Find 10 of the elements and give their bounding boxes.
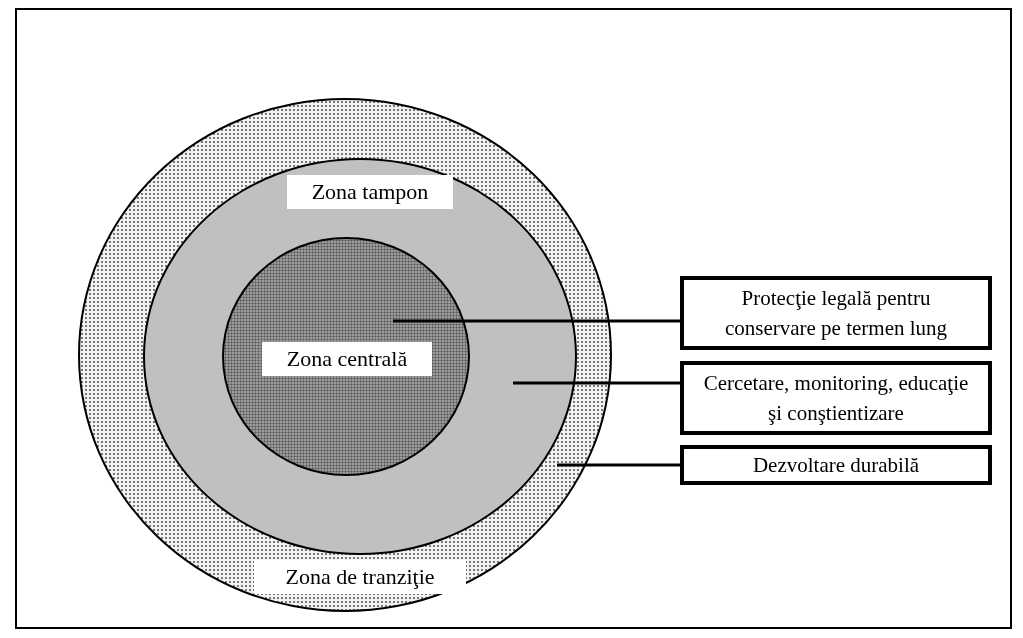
zone-label: Zona centrală: [262, 342, 432, 376]
leader-line: [393, 319, 680, 323]
leader-line: [513, 381, 680, 385]
description-box: Cercetare, monitoring, educaţie şi conştientizare: [680, 361, 992, 435]
description-box: Dezvoltare durabilă: [680, 445, 992, 485]
buffer-zone-circle: [143, 158, 577, 555]
zone-label: Zona de tranziţie: [254, 560, 466, 594]
leader-line: [557, 463, 680, 467]
description-box: Protecţie legală pentru conservare pe termen lung: [680, 276, 992, 350]
zone-label: Zona tampon: [287, 175, 453, 209]
